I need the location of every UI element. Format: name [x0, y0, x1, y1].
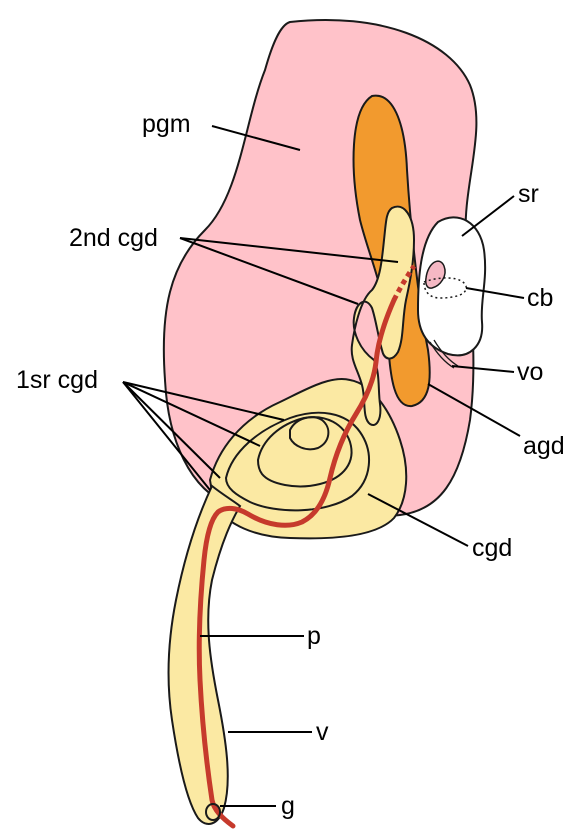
label-vo: vo: [517, 358, 543, 386]
label-agd: agd: [523, 432, 565, 460]
label-pgm: pgm: [142, 110, 191, 138]
label-g: g: [281, 792, 295, 820]
label-cgd: cgd: [472, 534, 512, 562]
label-v: v: [316, 718, 329, 746]
label-2nd-cgd: 2nd cgd: [69, 224, 158, 252]
label-sr: sr: [518, 180, 539, 208]
leader-sr: [462, 196, 514, 236]
pallial-oviduct: [169, 486, 240, 824]
label-cb: cb: [527, 284, 553, 312]
label-p: p: [307, 622, 321, 650]
label-1sr-cgd: 1sr cgd: [16, 366, 98, 394]
